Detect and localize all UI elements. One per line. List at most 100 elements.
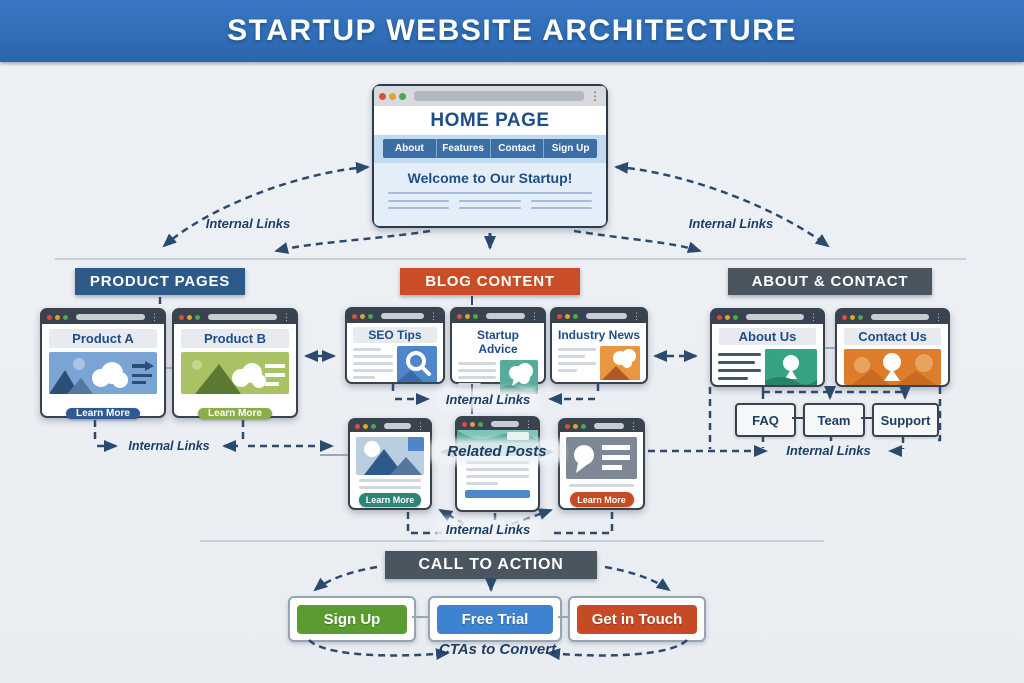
speech-cloud-icon [500,360,538,394]
kebab-menu-icon: ⋮ [282,311,291,322]
learn-more-button[interactable]: Learn More [359,493,421,507]
get-in-touch-button[interactable]: Get in Touch [577,604,697,634]
internal-links-label-related: Internal Links [438,522,538,537]
signup-button[interactable]: Sign Up [297,604,407,634]
post-image [566,437,637,479]
nav-item-contact[interactable]: Contact [491,139,545,158]
support-box[interactable]: Support [872,403,939,437]
kebab-menu-icon: ⋮ [150,311,159,322]
url-bar [208,314,277,320]
diagram-title: STARTUP WEBSITE ARCHITECTURE [227,14,797,47]
browser-chrome: ⋮ [712,310,823,324]
industry-news-window: ⋮ Industry News [550,307,648,384]
text-column [558,346,596,385]
kebab-menu-icon: ⋮ [809,311,818,322]
maximize-dot-icon [63,314,68,320]
kebab-menu-icon: ⋮ [629,420,638,431]
learn-more-button[interactable]: Learn More [198,408,272,419]
maximize-dot-icon [371,423,376,429]
team-box[interactable]: Team [803,403,865,437]
page-body [347,344,443,387]
learn-more-button[interactable]: Learn More [66,408,140,419]
cta-section-header: CALL TO ACTION [385,551,597,579]
url-bar [746,314,804,320]
startup-advice-window: ⋮ Startup Advice [450,307,546,394]
browser-chrome: ⋮ [42,310,164,324]
page-title: About Us [719,328,816,345]
text-column [388,200,450,209]
close-dot-icon [565,423,570,429]
ctas-to-convert-label: CTAs to Convert [438,641,557,658]
browser-chrome: ⋮ [837,310,948,324]
maximize-dot-icon [368,313,373,319]
people-icon [844,349,941,385]
kebab-menu-icon: ⋮ [429,310,438,321]
browser-chrome: ⋮ [552,309,646,323]
url-bar [594,423,624,429]
text-line [359,486,421,489]
page-body [452,358,544,399]
home-nav-bar: About Features Contact Sign Up [383,139,597,158]
text-line [466,482,499,485]
faq-box[interactable]: FAQ [735,403,796,437]
minimize-dot-icon [465,313,470,319]
text-column [353,346,393,387]
diagram-title-bar: STARTUP WEBSITE ARCHITECTURE [0,0,1024,62]
url-bar [491,421,519,427]
home-nav-band: About Features Contact Sign Up [374,135,606,163]
maximize-dot-icon [581,423,586,429]
section-header-about-contact: ABOUT & CONTACT [728,268,932,295]
get-in-touch-button-card: Get in Touch [568,596,706,642]
url-bar [486,313,525,319]
magnifier-icon [397,346,437,382]
contact-us-image [844,349,941,385]
advice-image [500,360,538,399]
close-dot-icon [179,314,184,320]
post-image [356,437,424,475]
free-trial-button[interactable]: Free Trial [437,604,553,634]
page-title: Industry News [557,328,641,342]
page-title: Startup Advice [477,328,519,356]
news-image [600,346,640,385]
nav-item-signup[interactable]: Sign Up [551,143,590,154]
minimize-dot-icon [55,314,60,320]
close-dot-icon [462,421,467,427]
url-bar [871,314,929,320]
close-dot-icon [355,423,360,429]
close-dot-icon [557,313,562,319]
related-post-right-window: ⋮ Learn More [558,418,645,510]
maximize-dot-icon [733,314,738,320]
nav-item-features[interactable]: Features [437,139,491,158]
browser-chrome: ⋮ [350,420,430,432]
browser-chrome: ⋮ [174,310,296,324]
maximize-dot-icon [195,314,200,320]
kebab-menu-icon: ⋮ [530,310,539,321]
url-bar [414,91,584,101]
cloud-mountain-icon [600,346,640,380]
close-dot-icon [379,92,386,100]
page-body [552,344,646,385]
internal-links-label-top-right: Internal Links [688,216,774,231]
text-line [466,461,529,464]
text-column [718,349,761,390]
home-page-window: ⋮ HOME PAGE About Features Contact Sign … [372,84,608,228]
mountains-illustration [356,437,424,475]
browser-chrome: ⋮ [452,309,544,323]
maximize-dot-icon [478,421,483,427]
nav-item-about[interactable]: About [383,139,437,158]
page-title: Product B [181,329,289,348]
kebab-menu-icon: ⋮ [934,311,943,322]
kebab-menu-icon: ⋮ [416,420,425,431]
url-bar [586,313,627,319]
mountain-cloud-lines-illustration [181,352,289,394]
text-line [359,479,421,482]
maximize-dot-icon [573,313,578,319]
text-line [466,475,529,478]
section-header-product-pages: PRODUCT PAGES [75,268,245,295]
about-us-image [765,349,817,390]
learn-more-button[interactable]: Learn More [569,492,634,507]
url-bar [384,423,411,429]
browser-chrome: ⋮ [457,418,538,430]
product-a-image [49,352,157,394]
